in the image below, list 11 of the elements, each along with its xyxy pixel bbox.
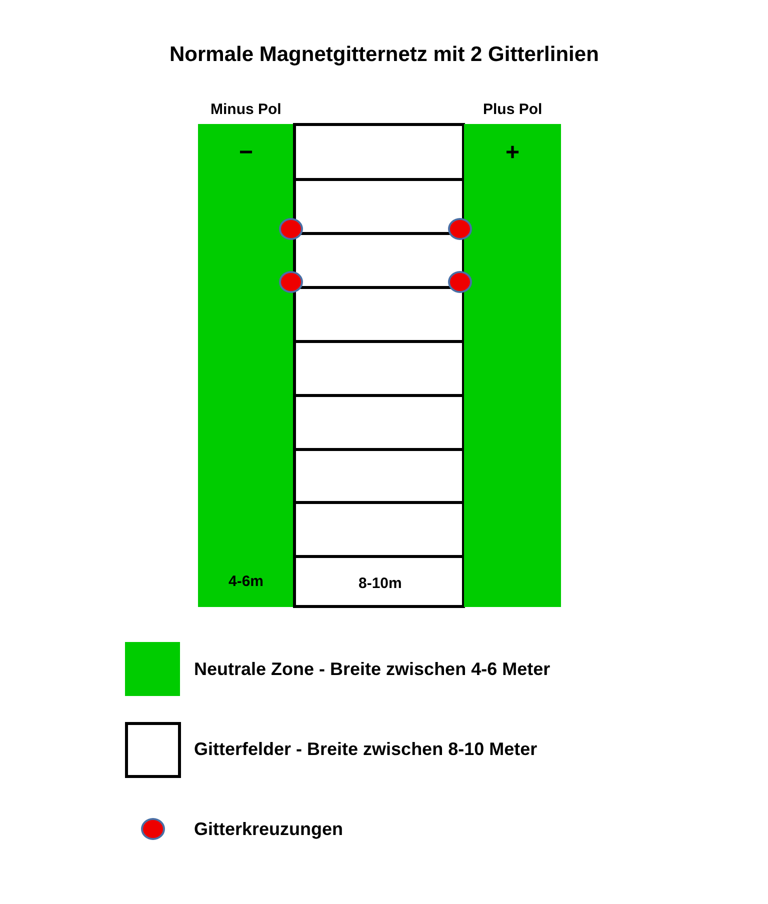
minus-sign: − [239, 139, 254, 167]
legend-text: Gitterfelder - Breite zwischen 8-10 Meter [194, 738, 538, 760]
legend-text: Neutrale Zone - Breite zwischen 4-6 Meter [194, 658, 550, 680]
width-label: 4-6m [228, 572, 264, 590]
grid-field-column [293, 123, 465, 608]
legend-text: Gitterkreuzungen [194, 818, 344, 840]
plus-pole-label: Plus Pol [483, 100, 542, 118]
diagram-title: Normale Magnetgitternetz mit 2 Gitterlinien [170, 43, 599, 67]
width-label: 8-10m [358, 574, 402, 592]
plus-sign: + [506, 139, 520, 167]
minus-pole-label: Minus Pol [210, 100, 282, 118]
